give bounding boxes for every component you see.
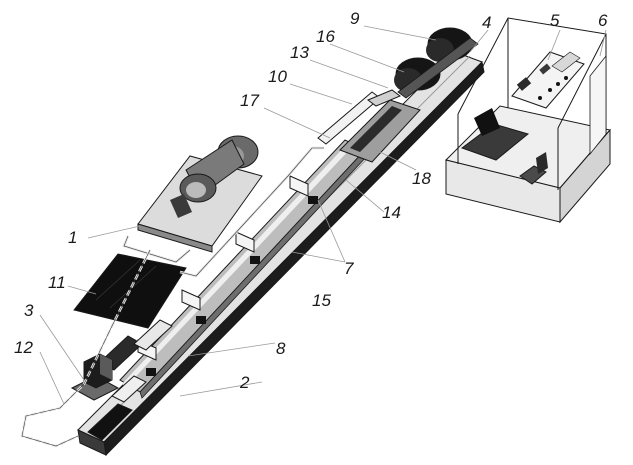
callout-11: 11 — [48, 273, 66, 292]
callout-12: 12 — [14, 338, 33, 357]
callout-5: 5 — [550, 11, 560, 30]
callout-7: 7 — [344, 259, 354, 278]
leader-lines — [39, 25, 607, 405]
callout-2: 2 — [239, 373, 250, 392]
callout-17: 17 — [240, 91, 259, 110]
callout-16: 16 — [316, 27, 335, 46]
callout-9: 9 — [350, 9, 360, 28]
small-device — [70, 353, 120, 401]
callout-1: 1 — [68, 228, 77, 247]
callout-6: 6 — [598, 11, 608, 30]
drive-mechanism — [317, 89, 421, 163]
callout-4: 4 — [482, 13, 491, 32]
base-bed — [77, 51, 485, 457]
callout-18: 18 — [412, 169, 431, 188]
callout-labels: 1 2 3 4 5 6 7 8 9 10 11 12 13 14 15 16 1… — [14, 9, 608, 392]
callout-10: 10 — [268, 67, 287, 86]
callout-3: 3 — [24, 301, 34, 320]
callout-13: 13 — [290, 43, 309, 62]
control-cabin — [445, 17, 611, 224]
callout-14: 14 — [382, 203, 401, 222]
callout-8: 8 — [276, 339, 286, 358]
callout-15: 15 — [312, 291, 331, 310]
motor-pair — [394, 27, 479, 99]
hose-lines — [20, 146, 324, 448]
winch-unit — [137, 135, 263, 253]
